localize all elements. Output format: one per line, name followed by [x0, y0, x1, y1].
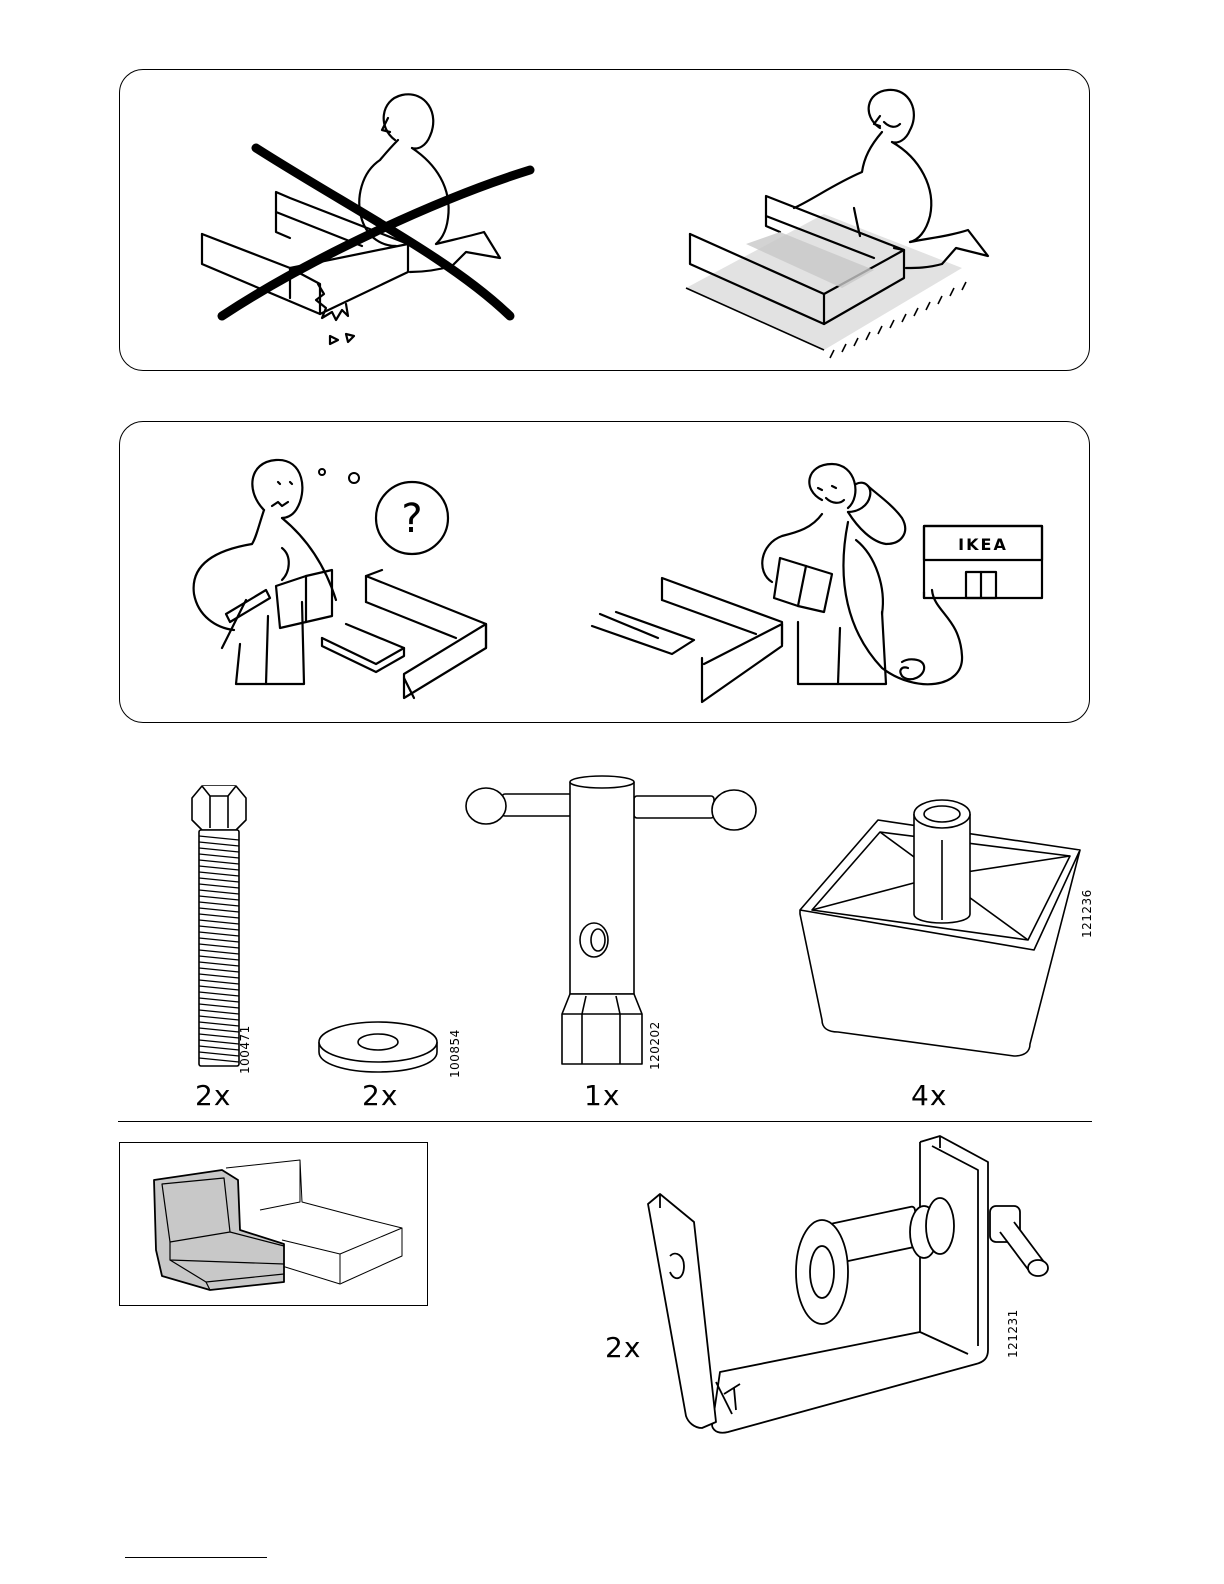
article-number: 121236 — [1080, 889, 1094, 938]
clamp-bracket-icon — [640, 1132, 1060, 1440]
page-footer-rule — [125, 1557, 267, 1558]
quantity-label: 2x — [605, 1334, 641, 1362]
washer-icon — [316, 1016, 440, 1076]
quantity-label: 1x — [584, 1082, 620, 1110]
section-divider — [118, 1121, 1092, 1122]
wrong-assembly-illustration — [190, 88, 550, 358]
svg-text:?: ? — [401, 496, 422, 542]
socket-wrench-icon — [462, 774, 762, 1074]
correct-assembly-illustration — [684, 88, 1004, 363]
calling-store-illustration: IKEA — [586, 462, 1056, 707]
article-number: 100854 — [448, 1029, 462, 1078]
article-number: 121231 — [1006, 1309, 1020, 1358]
quantity-label: 4x — [911, 1082, 947, 1110]
sofa-module-icon — [140, 1150, 410, 1295]
article-number: 120202 — [648, 1021, 662, 1070]
store-sign-text: IKEA — [958, 535, 1008, 554]
quantity-label: 2x — [362, 1082, 398, 1110]
quantity-label: 2x — [195, 1082, 231, 1110]
article-number: 100471 — [238, 1025, 252, 1074]
leg-foot-icon — [794, 794, 1090, 1062]
question-bubble: ? — [372, 478, 452, 558]
